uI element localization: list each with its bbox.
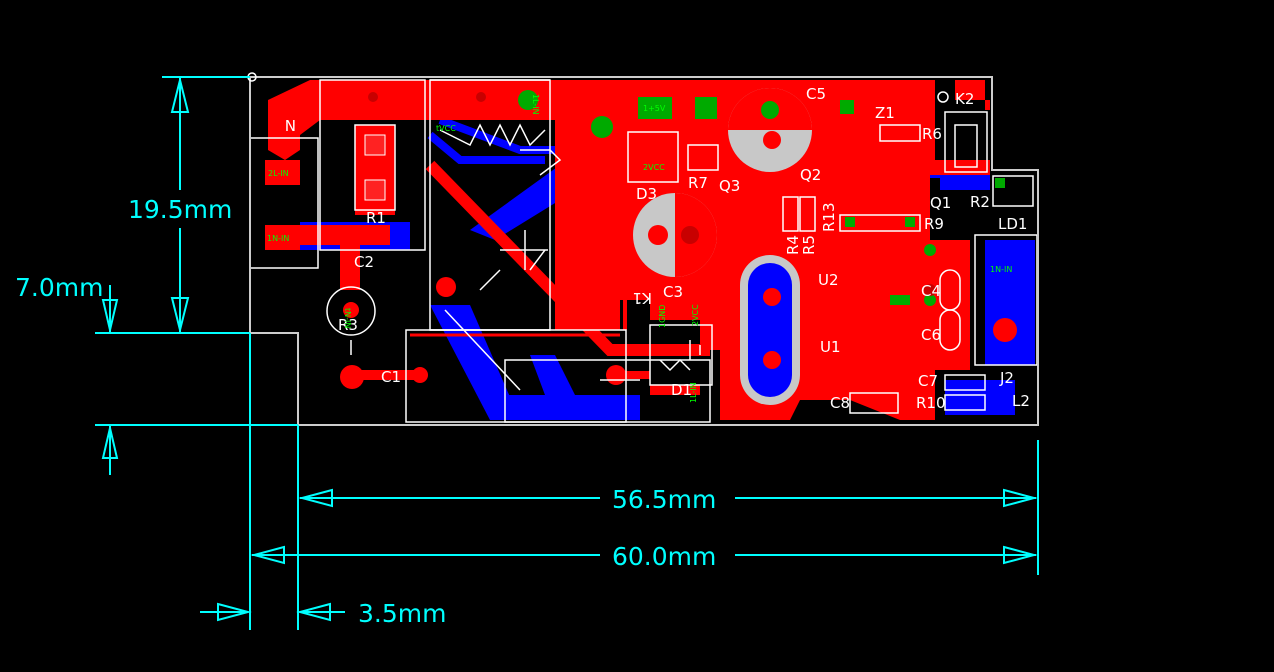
net-5v: 1+5V (643, 104, 666, 113)
ref-q1: Q1 (930, 194, 951, 212)
net-l-in-d1: 1L-IN (689, 382, 698, 403)
ref-c2: C2 (354, 253, 374, 271)
ref-c4: C4 (921, 282, 941, 300)
ref-u2: U2 (818, 271, 839, 289)
net-2vcc: 2VCC (643, 163, 665, 172)
net-2l-in: 2L-IN (268, 169, 289, 178)
ref-c5: C5 (806, 85, 826, 103)
ref-q2: Q2 (800, 166, 821, 184)
ref-n: N (285, 116, 296, 134)
ref-d1: D1 (671, 381, 692, 399)
net-labels: 2L-IN 1N-IN 1N-IN tN-IN tVCC 1+5V 2VCC 1… (267, 94, 1012, 403)
ref-l2: L2 (1012, 392, 1030, 410)
dim-width-60-0: 60.0mm (612, 542, 716, 571)
ref-c7: C7 (918, 372, 938, 390)
board-outline (249, 76, 1039, 426)
ref-k2: K2 (955, 90, 974, 108)
ref-r9: R9 (924, 215, 944, 233)
ref-r13: R13 (820, 202, 838, 232)
ref-r3: R3 (338, 316, 358, 334)
net-l-in: 1L-IN (531, 94, 540, 115)
ref-d3: D3 (636, 185, 657, 203)
dim-offset-3-5: 3.5mm (358, 599, 446, 628)
dim-height-7-0: 7.0mm (15, 273, 103, 302)
ref-r10: R10 (916, 394, 946, 412)
reference-designators: N R1 C2 R3 C1 D3 R7 Q3 Q2 C5 K2 Z1 R6 Q1… (285, 85, 1030, 412)
ref-c8: C8 (830, 394, 850, 412)
net-gnd-c3: 1GND (658, 305, 667, 328)
ref-r1: R1 (366, 209, 386, 227)
ref-q3: Q3 (719, 177, 740, 195)
ref-r7: R7 (688, 174, 708, 192)
dim-width-56-5: 56.5mm (612, 485, 716, 514)
ref-c3: C3 (663, 283, 683, 301)
net-vcc-top: tVCC (436, 124, 456, 133)
ref-z1: Z1 (875, 104, 895, 122)
ref-c1: C1 (381, 368, 401, 386)
ref-ld1: LD1 (998, 215, 1027, 233)
ref-u1: U1 (820, 338, 841, 356)
ref-r2: R2 (970, 193, 990, 211)
net-vcc-c3: 2VCC (691, 304, 700, 326)
net-1n-in-left: 1N-IN (267, 234, 289, 243)
ref-r5: R5 (800, 235, 818, 255)
dim-height-19-5: 19.5mm (128, 195, 232, 224)
ref-k1: K1 (633, 289, 652, 307)
ref-j2: J2 (999, 369, 1014, 387)
net-n-in-r3: tN-IN (343, 308, 352, 328)
ref-c6: C6 (921, 326, 941, 344)
ref-r4: R4 (784, 235, 802, 255)
dimension-lines (95, 76, 1039, 630)
pads-layer (274, 88, 1017, 405)
net-1n-in-right: 1N-IN (990, 265, 1012, 274)
ref-r6: R6 (922, 125, 942, 143)
